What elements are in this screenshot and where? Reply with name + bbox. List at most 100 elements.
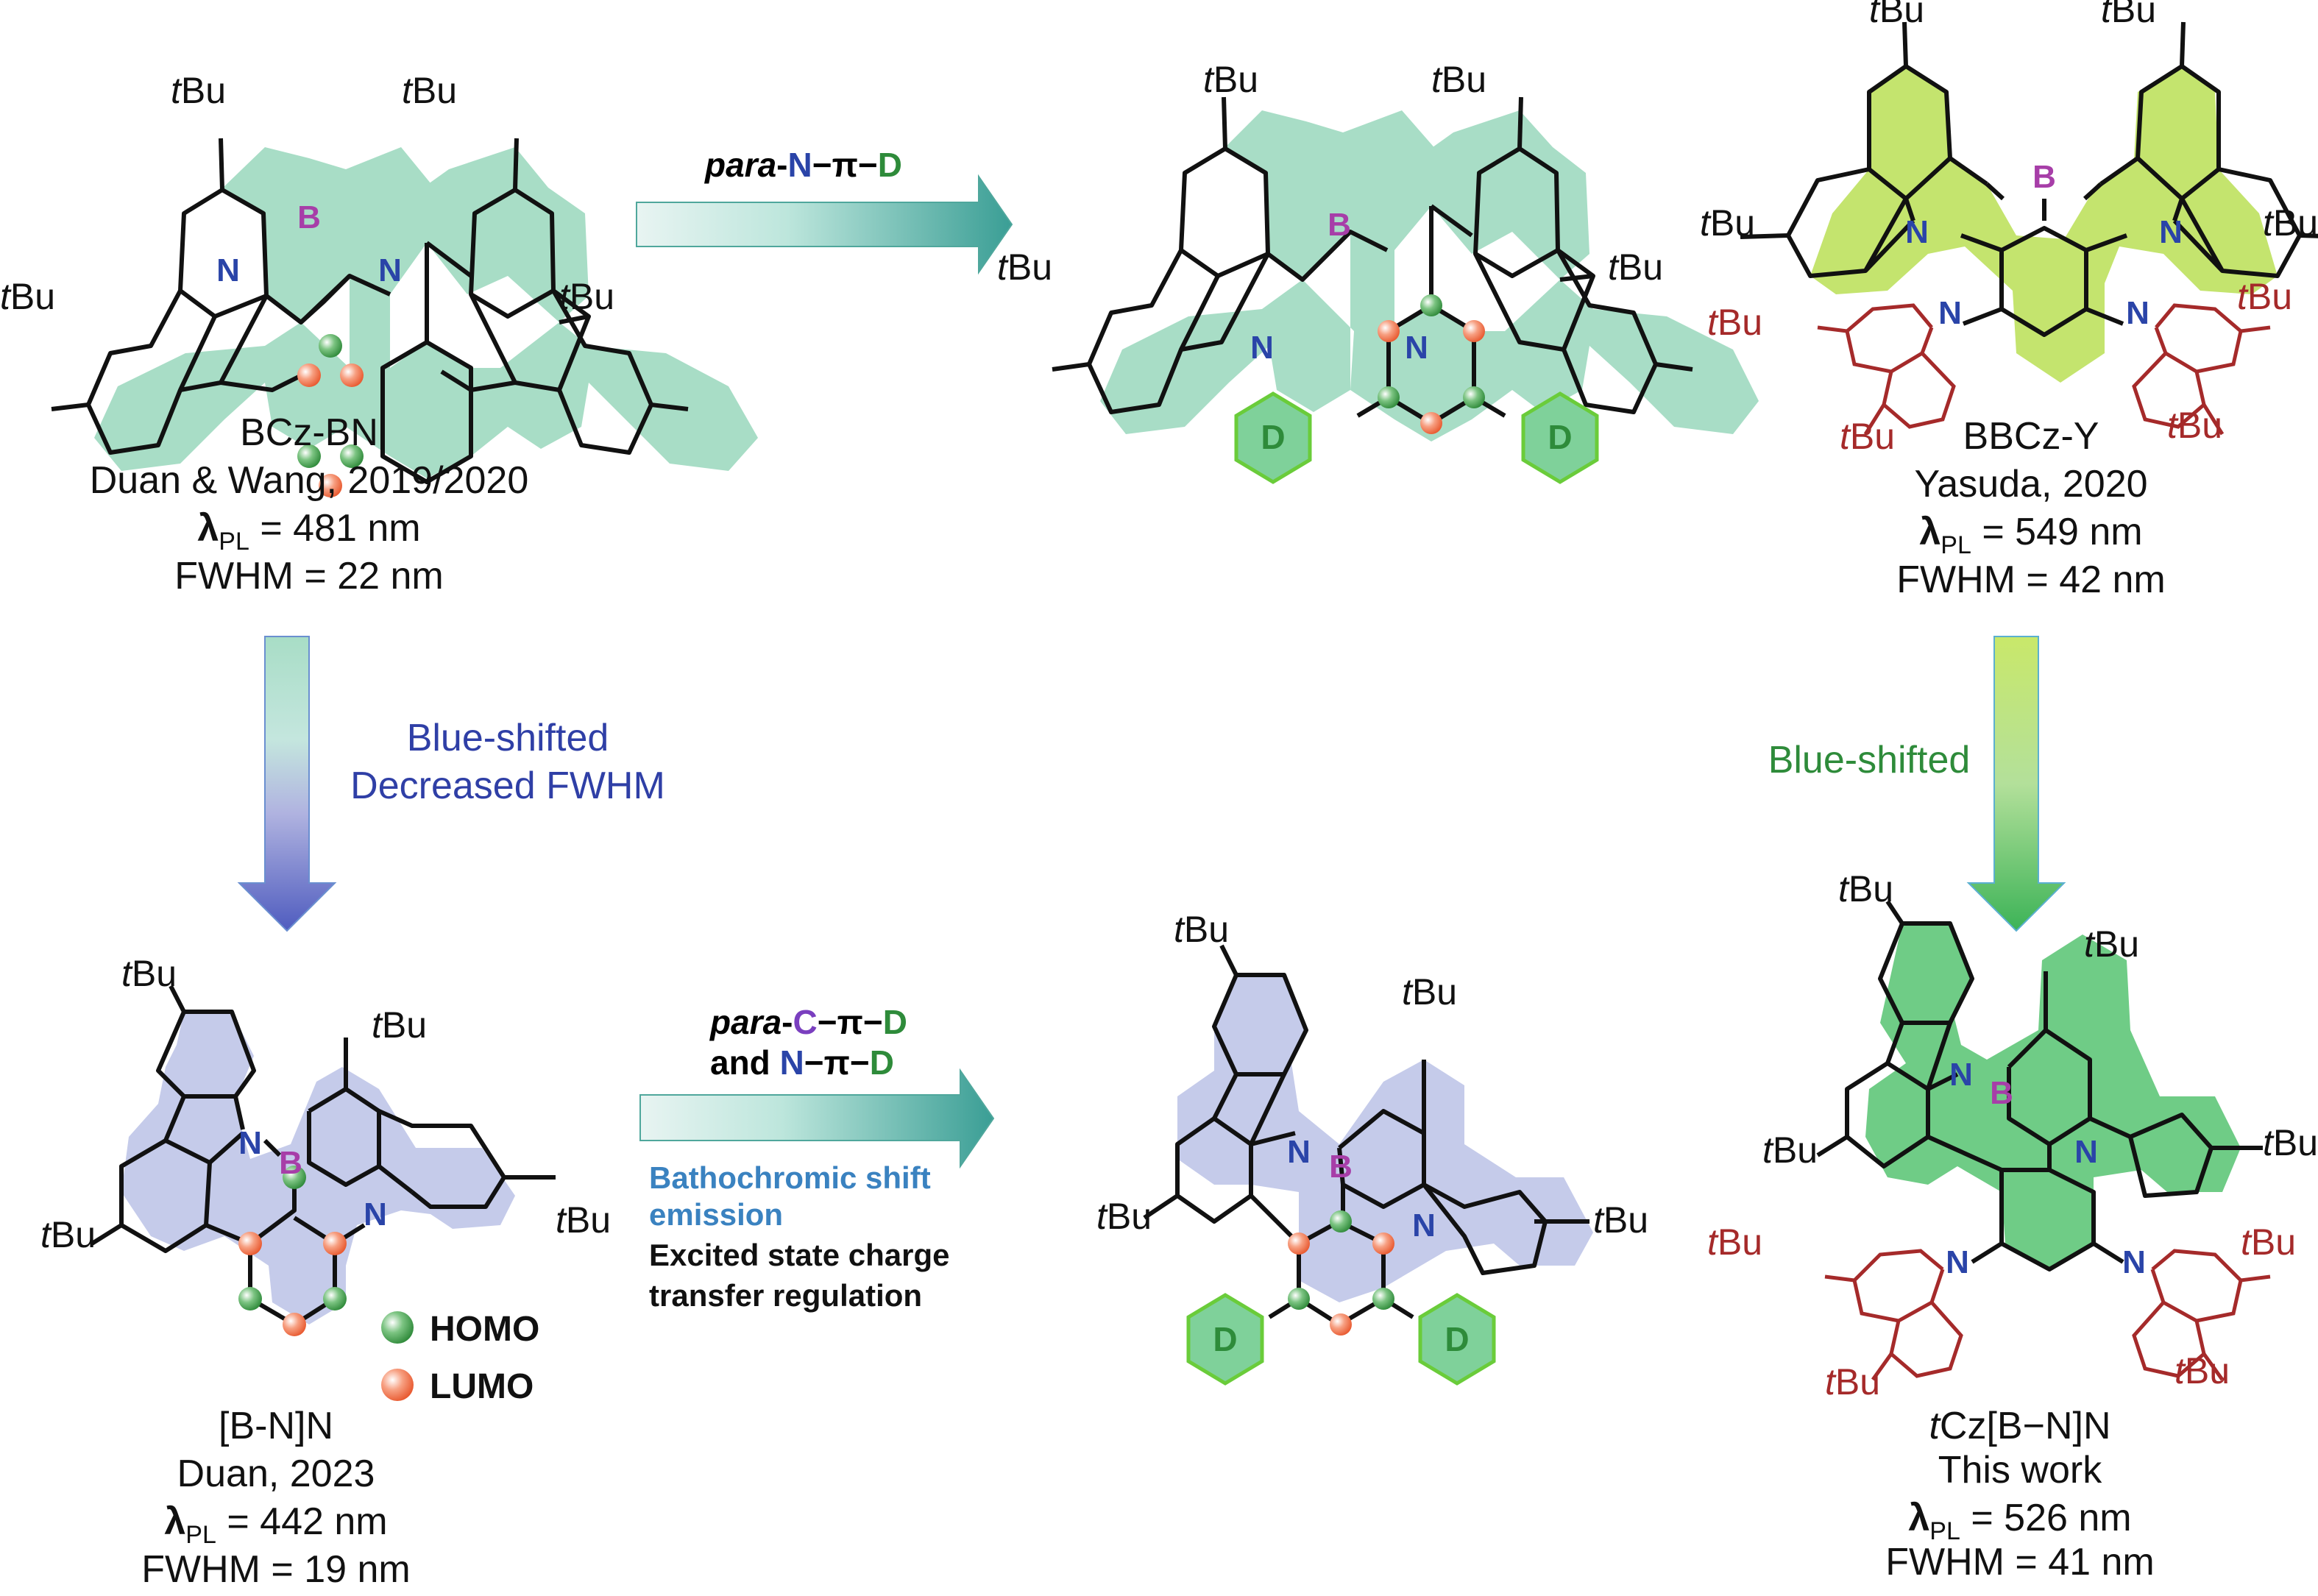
legend-lumo: LUMO bbox=[430, 1367, 534, 1406]
note-bathochromic-2: emission bbox=[649, 1197, 783, 1232]
homo-legend-icon bbox=[381, 1311, 414, 1344]
tbu-label: tBu bbox=[2167, 405, 2222, 446]
donor-hexagon bbox=[1234, 391, 1312, 484]
molecule-reference: Yasuda, 2020 bbox=[1914, 463, 2147, 506]
homo-lobe bbox=[323, 1287, 347, 1311]
atom-b: B bbox=[1329, 1149, 1353, 1185]
homo-lobe bbox=[1372, 1288, 1394, 1310]
bczbn-bonds bbox=[51, 138, 689, 484]
molecule-top-middle: D D N N B tBu tBu tBu tBu bbox=[997, 59, 1759, 484]
bnn-orbitals bbox=[238, 1166, 347, 1336]
arrow-right: Blue-shifted bbox=[1768, 636, 2066, 932]
donor-label: D bbox=[1261, 418, 1285, 456]
arrow-top: para-N−π−D bbox=[636, 146, 1013, 275]
homo-lobe bbox=[319, 334, 342, 358]
lumo-lobe bbox=[1378, 320, 1400, 342]
atom-n: N bbox=[1949, 1057, 1973, 1093]
atom-n: N bbox=[2126, 295, 2149, 331]
molecule-bottom-middle: D D N N B tBu tBu tBu tBu bbox=[1096, 909, 1648, 1386]
tbu-label: tBu bbox=[2084, 923, 2139, 965]
molecule-name: BCz-BN bbox=[240, 411, 378, 454]
fwhm: FWHM = 22 nm bbox=[174, 555, 444, 597]
tbu-label: tBu bbox=[40, 1214, 96, 1255]
lambda-pl: λPL = 526 nm bbox=[1908, 1497, 2131, 1545]
bottom-middle-fill bbox=[1177, 975, 1593, 1302]
tbu-label: tBu bbox=[1762, 1129, 1818, 1171]
bbczy-structure-detail: N N N N B tBu tBu tBu tBu tBu tBu tBu tB… bbox=[1700, 0, 2318, 457]
tbu-label: tBu bbox=[121, 953, 177, 994]
tbu-label: tBu bbox=[2263, 1122, 2318, 1163]
atom-n: N bbox=[1938, 295, 1962, 331]
molecule-name: [B-N]N bbox=[219, 1405, 333, 1447]
atom-n: N bbox=[238, 1125, 262, 1161]
lumo-lobe bbox=[297, 363, 321, 387]
atom-n: N bbox=[2159, 214, 2183, 250]
atom-n: N bbox=[1405, 330, 1428, 366]
tbu-label: tBu bbox=[1431, 59, 1486, 100]
tbu-label: tBu bbox=[559, 276, 614, 317]
top-middle-orbitals bbox=[1378, 294, 1485, 434]
homo-lobe bbox=[297, 444, 321, 468]
caption-bbczy: BBCz-Y Yasuda, 2020 λPL = 549 nm FWHM = … bbox=[1896, 415, 2166, 601]
arrow-left: Blue-shifted Decreased FWHM bbox=[237, 636, 665, 932]
bczbn-orbitals bbox=[297, 334, 364, 497]
molecule-reference: This work bbox=[1938, 1449, 2102, 1492]
note-charge-transfer-1: Excited state charge bbox=[649, 1238, 950, 1272]
legend: HOMO LUMO bbox=[381, 1310, 539, 1406]
tbu-label: tBu bbox=[997, 247, 1052, 288]
atom-b: B bbox=[297, 199, 321, 235]
molecule-bczbn: N N B tBu tBu tBu tBu bbox=[0, 70, 758, 497]
molecule-name: BBCz-Y bbox=[1963, 415, 2099, 458]
donor-hexagon bbox=[1418, 1293, 1496, 1386]
lumo-legend-icon bbox=[381, 1369, 414, 1401]
molecule-bnn: N N B tBu tBu tBu tBu bbox=[40, 953, 611, 1336]
atom-n: N bbox=[2074, 1134, 2098, 1170]
tbu-label: tBu bbox=[2241, 1221, 2296, 1263]
fwhm: FWHM = 19 nm bbox=[141, 1548, 411, 1591]
homo-lobe bbox=[1288, 1288, 1310, 1310]
tbu-label: tBu bbox=[1838, 868, 1893, 909]
tbu-label: tBu bbox=[1174, 909, 1229, 950]
lambda-pl: λPL = 442 nm bbox=[164, 1500, 387, 1549]
atom-n: N bbox=[1905, 214, 1929, 250]
donor-label: D bbox=[1548, 418, 1572, 456]
atom-b: B bbox=[2032, 159, 2056, 195]
bottom-middle-orbitals bbox=[1288, 1210, 1394, 1336]
arrow-left-note: Blue-shifted bbox=[407, 717, 609, 759]
arrow-bottom: para-C−π−D and N−π−D Bathochromic shift … bbox=[639, 1003, 995, 1313]
lumo-lobe bbox=[283, 1313, 306, 1336]
molecule-reference: Duan & Wang, 2019/2020 bbox=[90, 459, 529, 502]
tbu-label: tBu bbox=[1700, 202, 1755, 244]
bbczy-core-fill bbox=[1810, 66, 2278, 383]
top-middle-fill bbox=[1100, 110, 1759, 441]
atom-b: B bbox=[1328, 207, 1351, 243]
donor-hexagon bbox=[1186, 1293, 1264, 1386]
tbu-label: tBu bbox=[1825, 1361, 1880, 1402]
tbu-label: tBu bbox=[1402, 971, 1457, 1012]
homo-lobe bbox=[1420, 294, 1442, 316]
tbu-label: tBu bbox=[0, 276, 55, 317]
bbczy-donors bbox=[1817, 303, 2271, 436]
lambda-pl: λPL = 549 nm bbox=[1919, 511, 2142, 559]
donor-label: D bbox=[1213, 1320, 1237, 1358]
lumo-lobe bbox=[1420, 412, 1442, 434]
tbu-label: tBu bbox=[2101, 0, 2156, 30]
lambda-pl: λPL = 481 nm bbox=[197, 507, 420, 556]
note-bathochromic-1: Bathochromic shift bbox=[649, 1160, 931, 1195]
homo-lobe bbox=[283, 1166, 306, 1189]
homo-lobe bbox=[1463, 386, 1485, 408]
lumo-lobe bbox=[323, 1232, 347, 1255]
atom-b: B bbox=[1990, 1075, 2013, 1111]
homo-lobe bbox=[340, 444, 364, 468]
homo-lobe bbox=[1378, 386, 1400, 408]
tbu-label: tBu bbox=[1608, 247, 1663, 288]
molecule-name: tCz[B−N]N bbox=[1929, 1405, 2110, 1447]
tbu-label: tBu bbox=[2237, 276, 2292, 317]
donor-label: D bbox=[1445, 1320, 1469, 1358]
tczbnn-donors bbox=[1824, 1249, 2271, 1381]
homo-lobe bbox=[238, 1287, 262, 1311]
arrow-left-note: Decreased FWHM bbox=[350, 765, 665, 807]
tbu-label: tBu bbox=[1096, 1196, 1152, 1237]
atom-n: N bbox=[364, 1196, 387, 1233]
